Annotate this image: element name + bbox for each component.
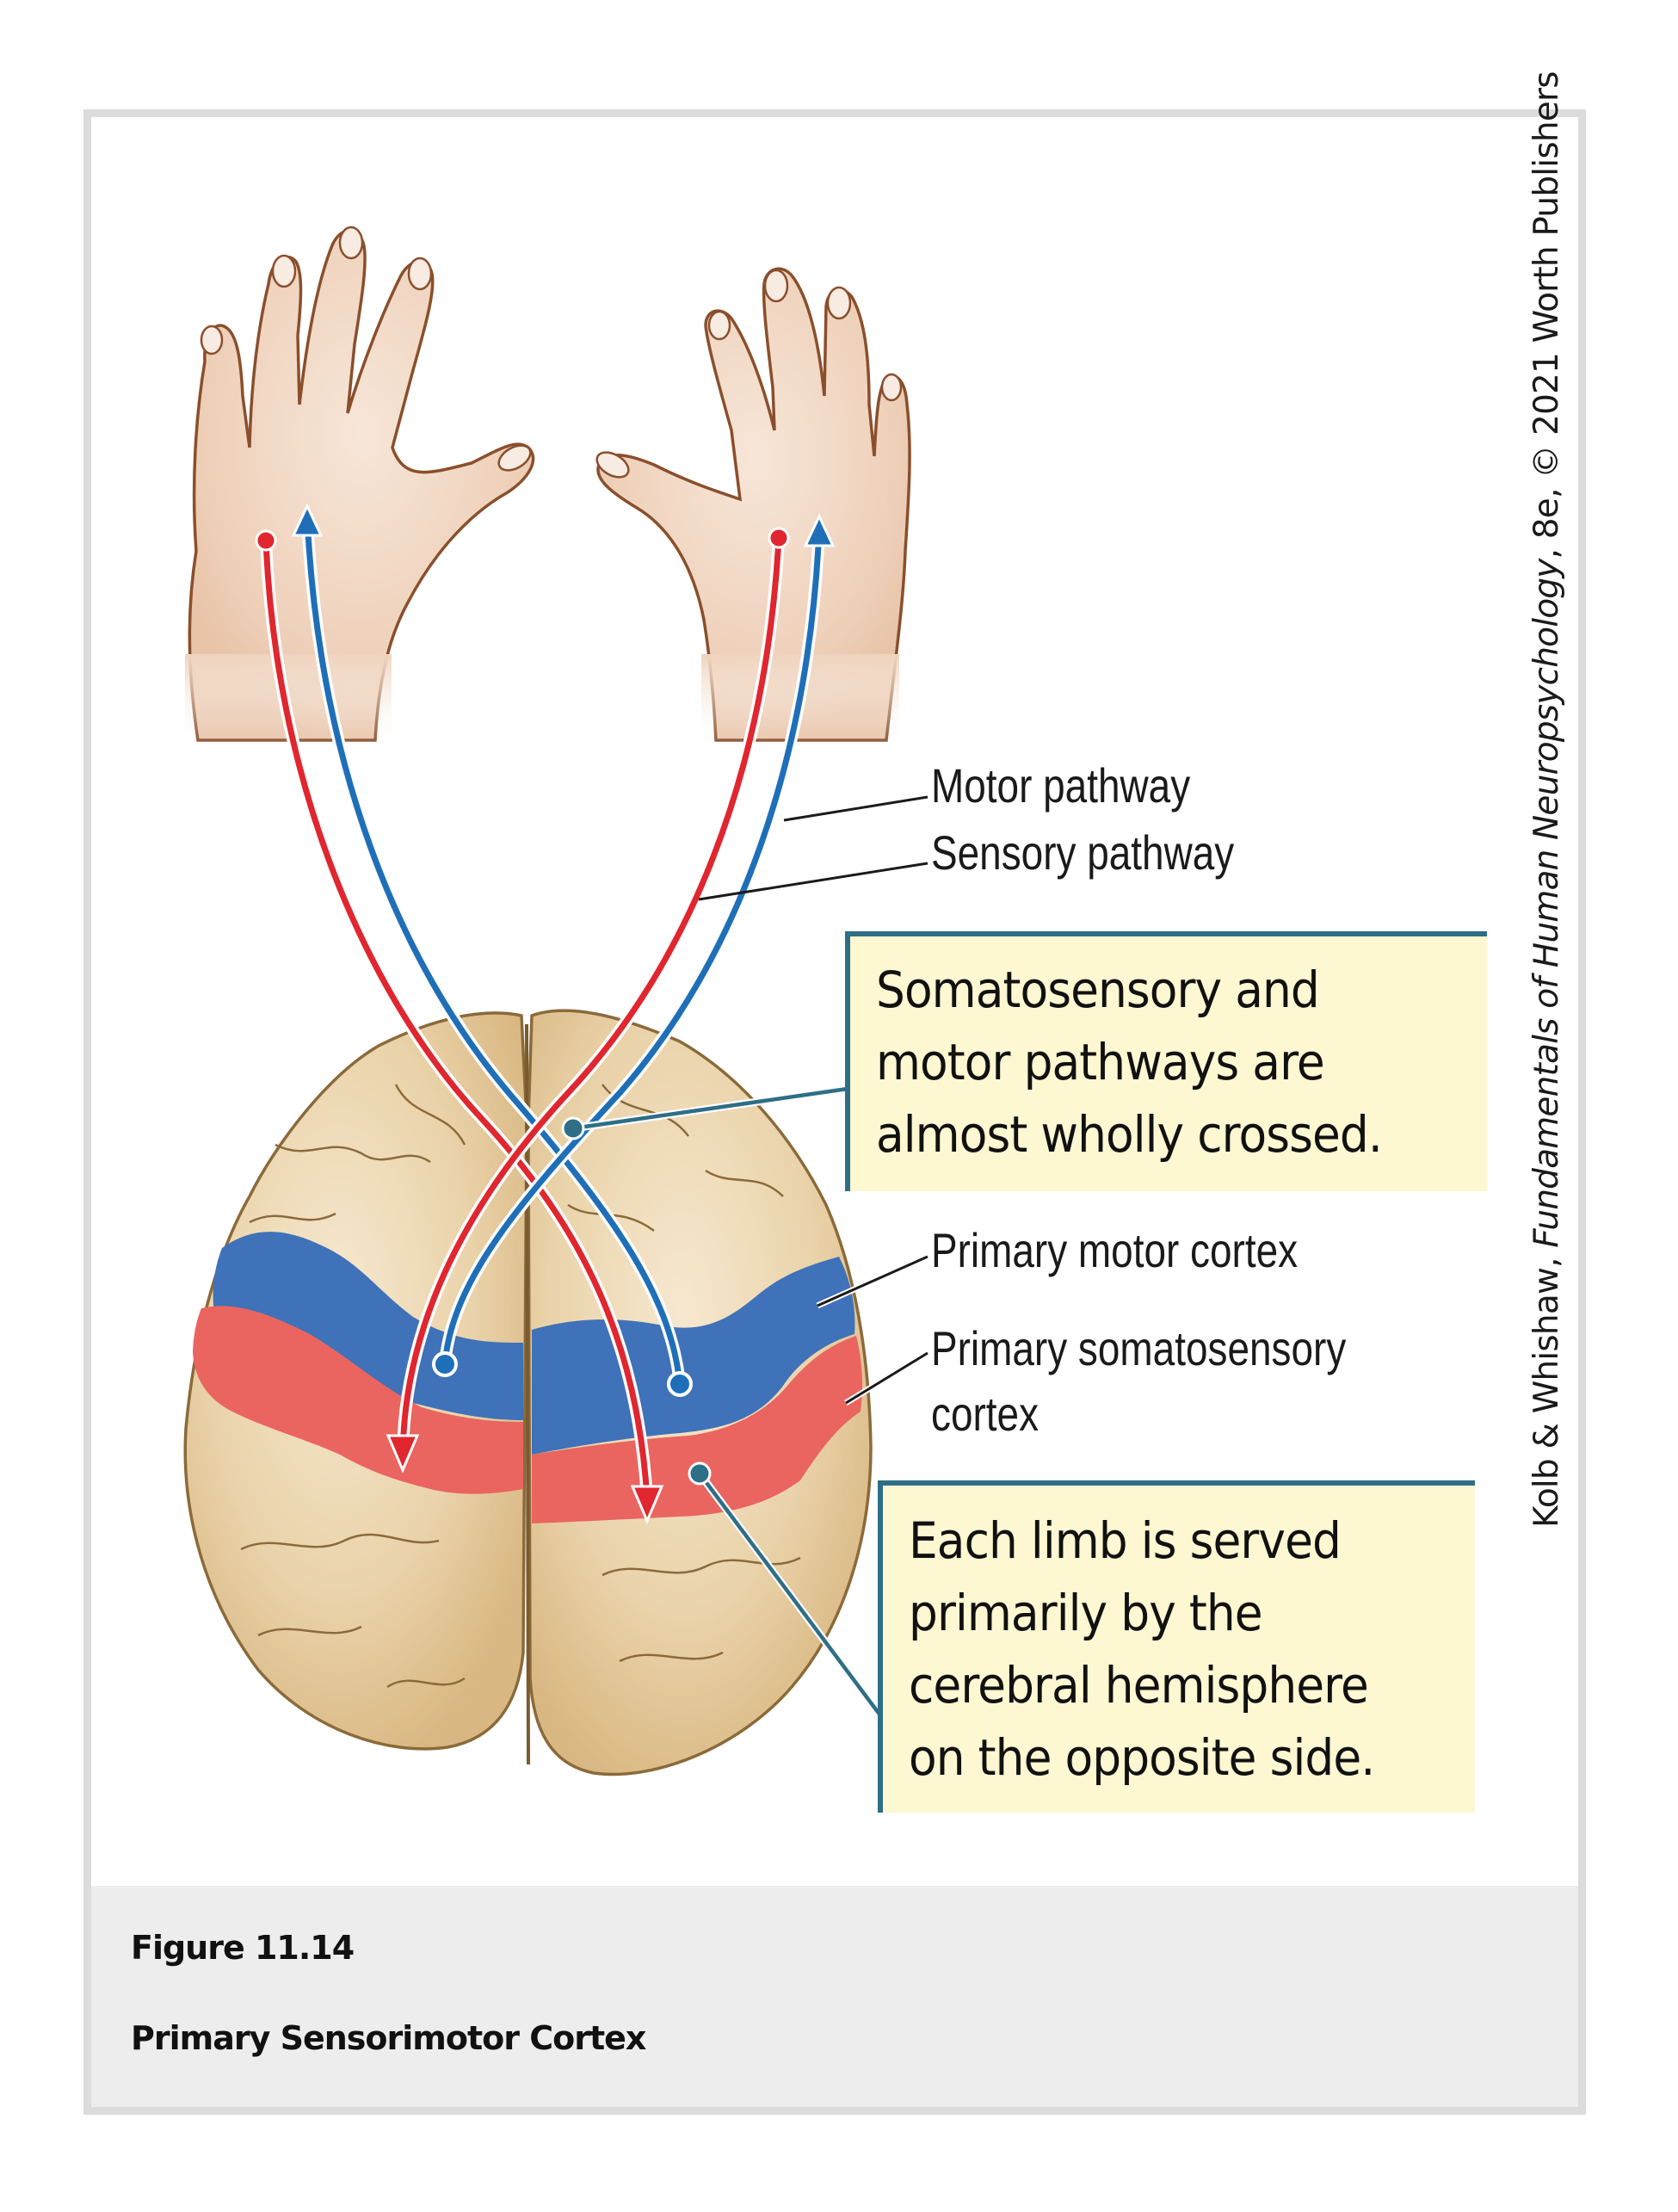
sensory-origin-dot-right-hand bbox=[768, 527, 790, 549]
label-primary-somatosensory-cortex: Primary somatosensory bbox=[931, 1321, 1347, 1375]
label-motor-pathway: Motor pathway bbox=[931, 758, 1191, 813]
figure-caption: Figure 11.14 Primary Sensorimotor Cortex bbox=[91, 1886, 1578, 2107]
brain bbox=[183, 1009, 873, 1776]
callout-line: on the opposite side. bbox=[909, 1728, 1375, 1787]
callout-line: cerebral hemisphere bbox=[909, 1656, 1369, 1715]
sensory-pathway-leader-line bbox=[698, 862, 928, 901]
sensory-arrowhead-right-hemisphere bbox=[630, 1485, 664, 1524]
right-thumb-nail bbox=[595, 451, 630, 479]
credit-prefix: Kolb & Whishaw, bbox=[1527, 1247, 1566, 1528]
callout-line: almost wholly crossed. bbox=[876, 1105, 1383, 1164]
callout-crossed-pathways-text: Somatosensory and motor pathways are alm… bbox=[876, 954, 1383, 1171]
left-hand bbox=[185, 226, 535, 749]
motor-arrowhead-right-hand bbox=[803, 513, 836, 547]
sensory-arrowhead-left-hemisphere bbox=[386, 1434, 420, 1474]
callout-2-leader-dot bbox=[688, 1461, 712, 1486]
right-hand bbox=[595, 267, 911, 749]
callout-crossed-pathways: Somatosensory and motor pathways are alm… bbox=[845, 931, 1487, 1191]
right-hand-nail bbox=[707, 310, 731, 341]
label-sensory-pathway: Sensory pathway bbox=[931, 825, 1235, 880]
label-primary-motor-cortex: Primary motor cortex bbox=[931, 1223, 1299, 1277]
somatosensory-cortex-leader-line bbox=[845, 1351, 928, 1405]
right-hand-nail bbox=[763, 269, 789, 303]
figure-credit: Kolb & Whishaw, Fundamentals of Human Ne… bbox=[1526, 71, 1569, 1528]
motor-origin-dot-left-hemisphere bbox=[432, 1351, 458, 1377]
callout-line: Each limb is served bbox=[909, 1511, 1342, 1570]
credit-book-title: Fundamentals of Human Neuropsychology bbox=[1527, 559, 1566, 1248]
sensory-pathway-right bbox=[399, 534, 782, 1458]
label-primary-somatosensory-cortex-cont: cortex bbox=[931, 1387, 1039, 1441]
motor-pathway-right bbox=[441, 526, 823, 1368]
left-hand-nail bbox=[407, 256, 433, 291]
pathways bbox=[260, 510, 825, 1504]
primary-somatosensory-cortex-left bbox=[193, 1306, 523, 1494]
primary-somatosensory-cortex-right bbox=[532, 1336, 863, 1523]
credit-suffix: , 8e, © 2021 Worth Publishers bbox=[1527, 71, 1566, 559]
left-hand-nail bbox=[200, 324, 224, 355]
caption-subtitle: Primary Sensorimotor Cortex bbox=[131, 2019, 646, 2057]
left-hand-nail bbox=[338, 226, 364, 260]
right-hand-nail bbox=[880, 373, 903, 402]
motor-arrowhead-left-hand bbox=[291, 503, 324, 537]
motor-origin-dot-right-hemisphere bbox=[667, 1371, 693, 1397]
callout-opposite-hemisphere: Each limb is served primarily by the cer… bbox=[878, 1480, 1475, 1813]
sensory-origin-dot-left-hand bbox=[255, 529, 277, 552]
sensory-pathway-left bbox=[262, 537, 651, 1501]
callout-opposite-hemisphere-text: Each limb is served primarily by the cer… bbox=[909, 1505, 1375, 1794]
brain-gyri bbox=[240, 1084, 801, 1689]
left-thumb-nail bbox=[497, 444, 532, 472]
motor-pathway-leader-line bbox=[783, 795, 928, 822]
callout-1-leader-line bbox=[572, 1086, 848, 1131]
motor-cortex-leader-line bbox=[817, 1255, 928, 1307]
callout-2-leader-line bbox=[698, 1472, 882, 1717]
right-hand-nail bbox=[826, 286, 852, 320]
left-hand-nail bbox=[271, 254, 297, 288]
motor-pathway-left bbox=[304, 513, 683, 1387]
callout-1-leader-dot bbox=[561, 1116, 585, 1140]
callout-line: motor pathways are bbox=[876, 1033, 1325, 1091]
caption-title: Figure 11.14 bbox=[131, 1929, 355, 1967]
callout-line: Somatosensory and bbox=[876, 961, 1320, 1019]
primary-motor-cortex-right bbox=[532, 1257, 855, 1455]
callout-line: primarily by the bbox=[909, 1584, 1263, 1642]
